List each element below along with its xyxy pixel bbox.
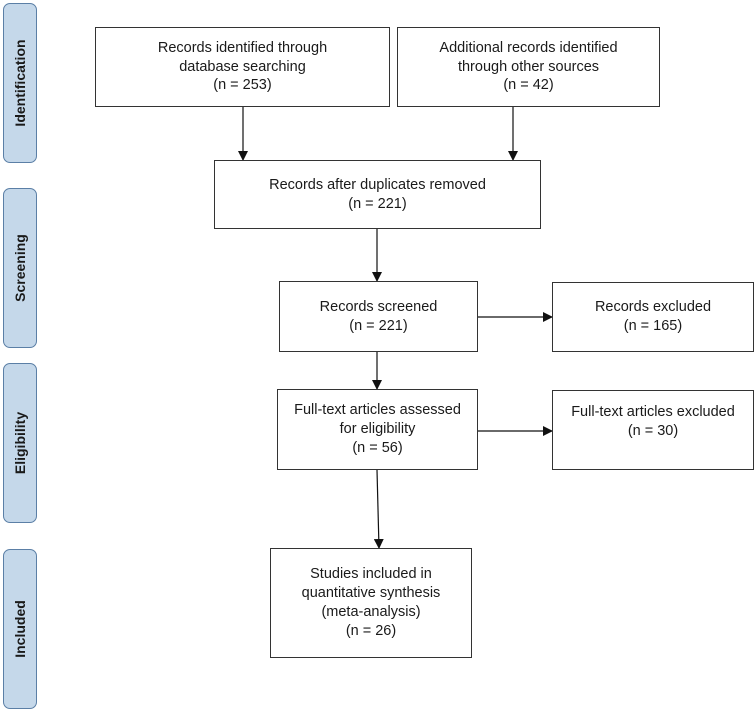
box-screened-line1: Records screened bbox=[319, 298, 438, 315]
arrow-fulltext-to-included bbox=[373, 469, 384, 549]
box-fulltext-count: (n = 56) bbox=[352, 439, 403, 456]
box-other-line1: Additional records identified bbox=[439, 39, 618, 56]
phase-included: Included bbox=[3, 549, 37, 709]
box-database-line1: Records identified through bbox=[157, 39, 328, 56]
box-other-line2: through other sources bbox=[457, 58, 600, 75]
phase-eligibility: Eligibility bbox=[3, 363, 37, 523]
box-fulltext-excluded-line1: Full-text articles excluded bbox=[571, 404, 735, 420]
box-records-excluded: Records excluded (n = 165) bbox=[552, 282, 754, 352]
box-included-line3: (meta-analysis) bbox=[321, 604, 421, 620]
box-database-count: (n = 253) bbox=[213, 77, 272, 94]
box-duplicates-line1: Records after duplicates removed bbox=[269, 176, 486, 193]
box-other-count: (n = 42) bbox=[503, 77, 554, 94]
box-duplicates-count: (n = 221) bbox=[348, 195, 407, 212]
box-studies-included: Studies included in quantitative synthes… bbox=[270, 548, 472, 658]
box-fulltext-excluded-count: (n = 30) bbox=[627, 422, 679, 439]
box-included-line1: Studies included in bbox=[310, 566, 432, 583]
box-records-screened: Records screened (n = 221) bbox=[279, 281, 478, 352]
box-included-count: (n = 26) bbox=[345, 622, 397, 639]
box-fulltext-assessed: Full-text articles assessed for eligibil… bbox=[277, 389, 478, 470]
box-excluded-count: (n = 165) bbox=[623, 318, 683, 334]
box-database-line2: database searching bbox=[179, 58, 306, 75]
phase-eligibility-label: Eligibility bbox=[12, 411, 28, 475]
box-fulltext-line2: for eligibility bbox=[339, 421, 416, 438]
phase-included-label: Included bbox=[12, 600, 28, 658]
box-other-records: Additional records identified through ot… bbox=[397, 27, 660, 107]
box-excluded-line1: Records excluded bbox=[594, 299, 712, 316]
box-fulltext-line1: Full-text articles assessed bbox=[294, 402, 461, 419]
box-screened-count: (n = 221) bbox=[349, 317, 408, 334]
phase-screening: Screening bbox=[3, 188, 37, 348]
box-fulltext-excluded: Full-text articles excluded (n = 30) bbox=[552, 390, 754, 470]
box-duplicates-removed: Records after duplicates removed (n = 22… bbox=[214, 160, 541, 229]
box-database-records: Records identified through database sear… bbox=[95, 27, 390, 107]
phase-identification-label: Identification bbox=[12, 39, 28, 127]
phase-identification: Identification bbox=[3, 3, 37, 163]
box-included-line2: quantitative synthesis bbox=[301, 585, 441, 602]
phase-screening-label: Screening bbox=[12, 234, 28, 302]
